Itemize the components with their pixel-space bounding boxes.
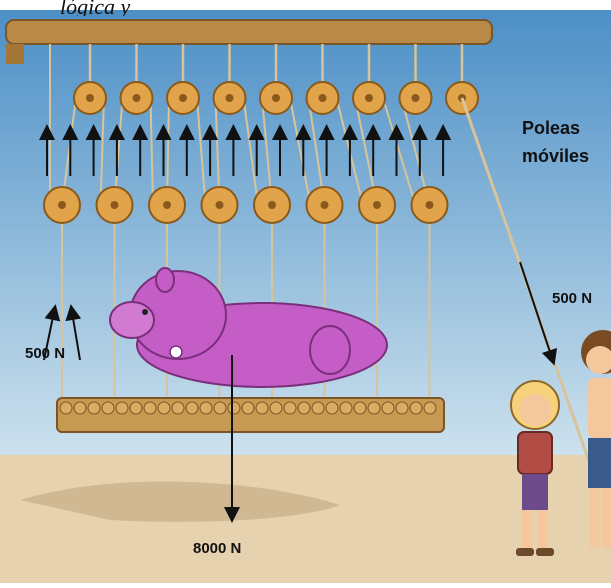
pulley-hub — [179, 94, 187, 102]
pulley-hub — [58, 201, 66, 209]
beam-support — [6, 44, 24, 64]
pulley-hub — [426, 201, 434, 209]
pulley-hub — [226, 94, 234, 102]
pulley-hub — [216, 201, 224, 209]
log-end — [256, 402, 268, 414]
weight-label: 8000 N — [193, 540, 241, 557]
title-line-2: móviles — [522, 146, 589, 167]
log-end — [340, 402, 352, 414]
top-caption: lógica y — [60, 0, 480, 16]
log-end — [74, 402, 86, 414]
log-end — [102, 402, 114, 414]
pulley-hub — [111, 201, 119, 209]
pulley-hub — [268, 201, 276, 209]
pulley-hub — [272, 94, 280, 102]
log-end — [158, 402, 170, 414]
log-end — [200, 402, 212, 414]
ground — [0, 455, 611, 583]
log-end — [214, 402, 226, 414]
log-end — [354, 402, 366, 414]
wooden-beam — [6, 20, 492, 44]
pulley-hub — [412, 94, 420, 102]
log-end — [298, 402, 310, 414]
log-end — [368, 402, 380, 414]
force-label-right: 500 N — [552, 290, 592, 307]
log-end — [116, 402, 128, 414]
log-end — [130, 402, 142, 414]
log-end — [242, 402, 254, 414]
log-end — [186, 402, 198, 414]
log-end — [88, 402, 100, 414]
log-end — [410, 402, 422, 414]
log-end — [60, 402, 72, 414]
log-end — [396, 402, 408, 414]
log-end — [382, 402, 394, 414]
pulley-hub — [373, 201, 381, 209]
top-pulley-row — [74, 82, 478, 114]
pulley-hub — [133, 94, 141, 102]
pulley-hub — [321, 201, 329, 209]
title-line-1: Poleas — [522, 118, 580, 139]
log-end — [172, 402, 184, 414]
force-label-left: 500 N — [25, 345, 65, 362]
log-end — [228, 402, 240, 414]
log-end — [270, 402, 282, 414]
pulley-hub — [86, 94, 94, 102]
log-end — [424, 402, 436, 414]
log-end — [144, 402, 156, 414]
pulley-hub — [319, 94, 327, 102]
log-end — [326, 402, 338, 414]
log-end — [284, 402, 296, 414]
pulley-hub — [163, 201, 171, 209]
pulley-hub — [365, 94, 373, 102]
log-end — [312, 402, 324, 414]
